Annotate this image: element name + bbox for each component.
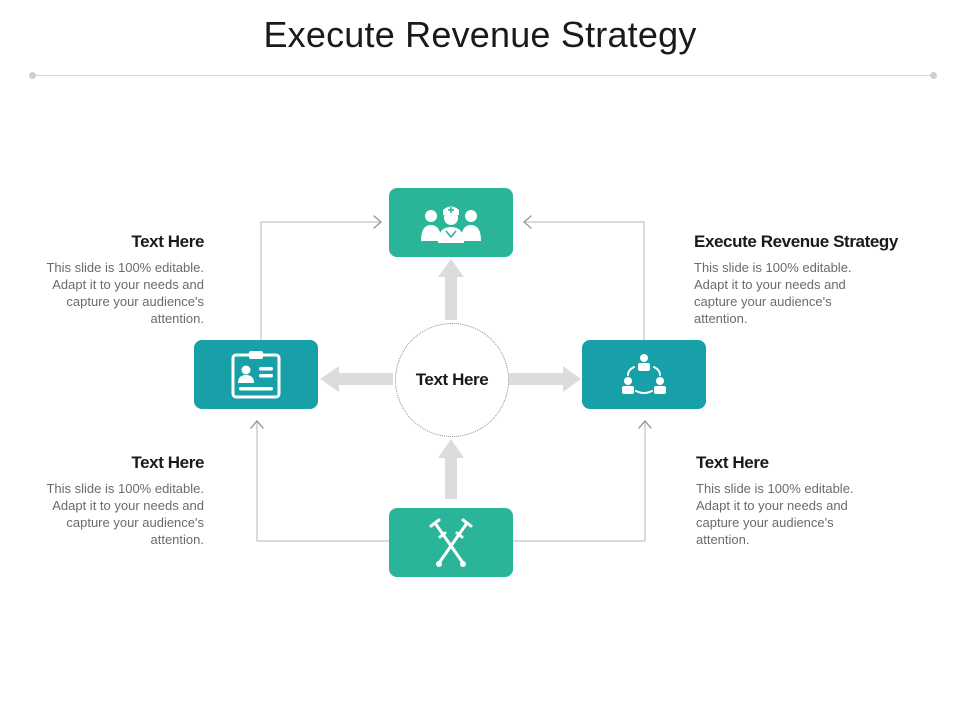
divider-end-dot-right	[930, 72, 937, 79]
divider-end-dot-left	[29, 72, 36, 79]
text-block-heading: Execute Revenue Strategy	[694, 232, 898, 251]
text-block-heading: Text Here	[696, 453, 769, 472]
text-block-body: This slide is 100% editable. Adapt it to…	[46, 481, 204, 547]
page-title: Execute Revenue Strategy	[263, 14, 697, 55]
node-right	[582, 340, 706, 409]
arrow-bottom-to-center	[438, 439, 464, 499]
title-divider	[33, 75, 934, 76]
crossed-crutches-icon	[429, 518, 473, 567]
arrowhead-into-top-left	[373, 215, 383, 229]
node-top	[389, 188, 513, 257]
arrow-center-to-left	[320, 366, 393, 392]
text-block-heading: Text Here	[131, 232, 204, 251]
arrowhead-into-left-box	[250, 419, 264, 429]
connector-bottom-to-left	[256, 422, 389, 542]
arrow-center-to-right	[509, 366, 581, 392]
connector-bottom-to-right	[513, 422, 646, 542]
node-bottom	[389, 508, 513, 577]
text-block-body: This slide is 100% editable. Adapt it to…	[46, 260, 204, 326]
connector-left-to-top	[260, 221, 380, 340]
text-block-top-left: Text Here This slide is 100% editable. A…	[0, 232, 204, 327]
medical-team-icon	[421, 206, 481, 243]
text-block-bottom-left: Text Here This slide is 100% editable. A…	[0, 453, 204, 548]
team-network-icon	[622, 353, 666, 394]
text-block-body: This slide is 100% editable. Adapt it to…	[696, 481, 854, 547]
arrowhead-into-top-right	[522, 215, 532, 229]
text-block-heading: Text Here	[131, 453, 204, 472]
id-card-icon	[231, 350, 281, 398]
center-label: Text Here	[415, 370, 489, 389]
text-block-body: This slide is 100% editable. Adapt it to…	[694, 260, 852, 326]
text-block-top-right: Execute Revenue Strategy This slide is 1…	[694, 232, 934, 327]
arrowhead-into-right-box	[638, 419, 652, 429]
center-node: Text Here	[395, 323, 509, 437]
node-left	[194, 340, 318, 409]
text-block-bottom-right: Text Here This slide is 100% editable. A…	[696, 453, 936, 548]
arrow-center-to-top	[438, 259, 464, 320]
connector-right-to-top	[525, 221, 645, 340]
